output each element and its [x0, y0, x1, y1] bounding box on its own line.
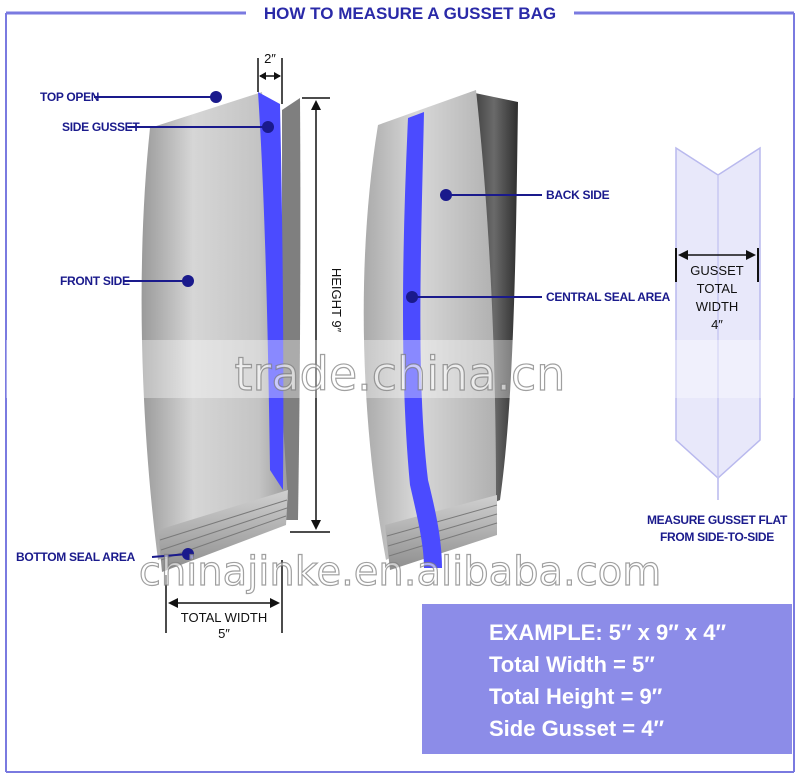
example-line3: Total Height = 9″	[489, 684, 663, 709]
front-bag-gusset-fold	[282, 98, 301, 520]
gusset-flat-caption1: MEASURE GUSSET FLAT	[647, 513, 788, 527]
dimension-gusset-top-label: 2″	[264, 51, 276, 66]
dimension-height-label: HEIGHT 9″	[329, 268, 344, 333]
callout-front-side: FRONT SIDE	[60, 274, 194, 288]
label-front-side: FRONT SIDE	[60, 274, 130, 288]
back-bag	[363, 90, 518, 570]
label-side-gusset: SIDE GUSSET	[62, 120, 140, 134]
label-bottom-seal-area: BOTTOM SEAL AREA	[16, 550, 136, 564]
callout-central-seal-area: CENTRAL SEAL AREA	[406, 290, 671, 304]
page-title: HOW TO MEASURE A GUSSET BAG	[264, 4, 556, 23]
back-bag-face	[363, 90, 496, 560]
front-bag	[141, 92, 301, 572]
dimension-total-width: TOTAL WIDTH 5″	[165, 560, 283, 641]
example-line2: Total Width = 5″	[489, 652, 655, 677]
watermark-chinajinke: chinajinke.en.alibaba.com	[139, 549, 661, 595]
front-bag-face	[141, 92, 288, 560]
gusset-flat-line4: 4″	[711, 317, 723, 332]
label-top-open: TOP OPEN	[40, 90, 99, 104]
back-bag-central-seal	[403, 112, 442, 568]
example-panel: EXAMPLE: 5″ x 9″ x 4″ Total Width = 5″ T…	[422, 604, 792, 754]
front-bag-side-gusset	[258, 92, 284, 490]
label-central-seal-area: CENTRAL SEAL AREA	[546, 290, 671, 304]
example-panel-bg	[422, 604, 792, 754]
dimension-total-width-value: 5″	[218, 626, 230, 641]
dimension-total-width-label: TOTAL WIDTH	[181, 610, 267, 625]
dimension-gusset-top: 2″	[257, 51, 283, 104]
watermark-trade-china: trade.china.cn	[235, 347, 566, 401]
watermark-band	[6, 340, 794, 398]
gusset-flat-line1: GUSSET	[690, 263, 744, 278]
example-line1: EXAMPLE: 5″ x 9″ x 4″	[489, 620, 726, 645]
gusset-flat-line3: WIDTH	[696, 299, 739, 314]
gusset-flat-diagram: GUSSET TOTAL WIDTH 4″ MEASURE GUSSET FLA…	[647, 146, 788, 544]
callout-top-open: TOP OPEN	[40, 90, 222, 104]
dimension-height: HEIGHT 9″	[290, 97, 344, 533]
label-back-side: BACK SIDE	[546, 188, 610, 202]
back-bag-bottom-seal	[385, 495, 497, 570]
example-line4: Side Gusset = 4″	[489, 716, 664, 741]
callout-side-gusset: SIDE GUSSET	[62, 120, 274, 134]
callout-back-side: BACK SIDE	[440, 188, 610, 202]
gusset-flat-caption2: FROM SIDE-TO-SIDE	[660, 530, 774, 544]
callout-bottom-seal-area: BOTTOM SEAL AREA	[16, 548, 194, 564]
gusset-flat-line2: TOTAL	[697, 281, 738, 296]
